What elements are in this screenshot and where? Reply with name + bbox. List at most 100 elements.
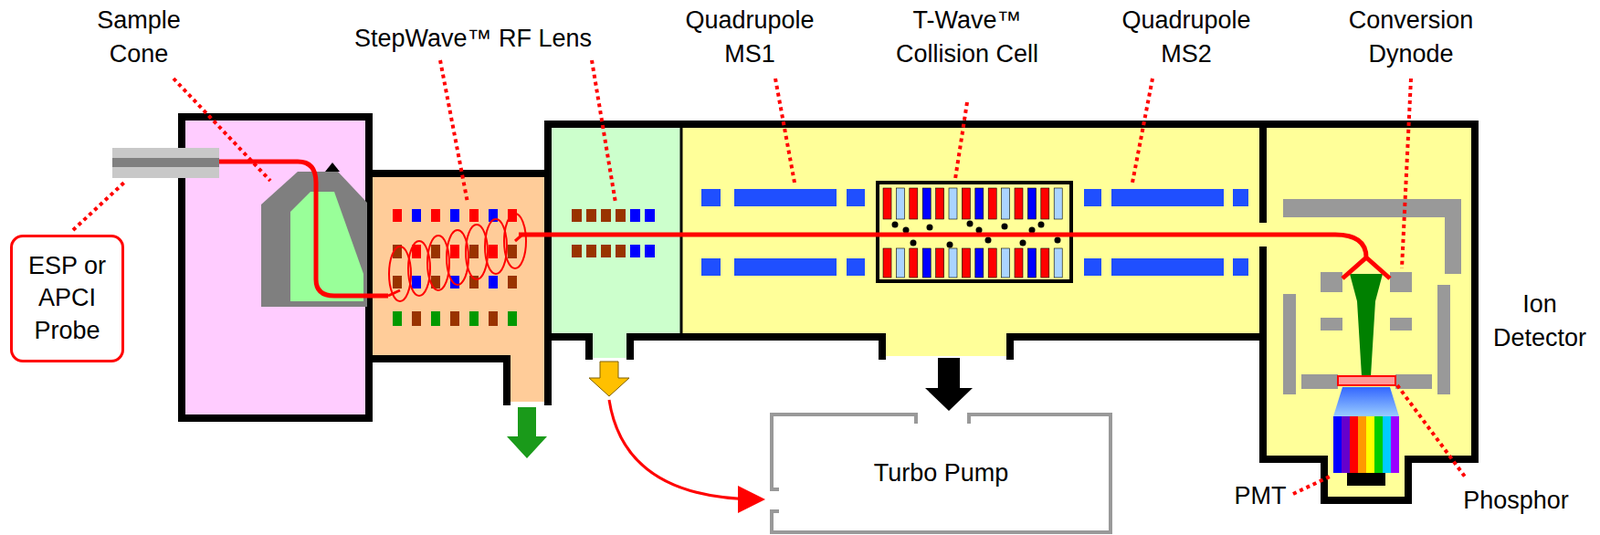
rf-lens (615, 209, 626, 222)
leader-line (1401, 78, 1411, 269)
collision-cell-electrode (922, 188, 931, 220)
stepwave-electrode (392, 275, 402, 289)
rf-lens (571, 209, 582, 222)
detector-part (1337, 376, 1396, 386)
gas-molecule (1029, 227, 1036, 234)
rf-lens (630, 209, 641, 222)
quadrupole-rod (734, 258, 837, 276)
collision-cell-electrode (883, 248, 892, 278)
stepwave-electrode (411, 275, 422, 289)
ion-beam-helix (504, 213, 527, 269)
rf-lens (600, 209, 611, 222)
detector-part (1320, 317, 1343, 331)
stepwave-electrode (431, 209, 441, 222)
gas-molecule (892, 221, 899, 229)
probe (112, 157, 220, 168)
quadrupole-rod (701, 258, 721, 276)
collision-cell-electrode (975, 188, 984, 220)
collision-cell-electrode (1001, 248, 1011, 278)
collision-cell-electrode (961, 188, 970, 220)
stepwave-electrode (507, 275, 517, 289)
leader-line (1132, 78, 1153, 183)
collision-cell-electrode (1041, 188, 1050, 220)
stepwave-electrode (488, 311, 498, 327)
housing-fill (368, 173, 548, 402)
part-label: Sample Cone (79, 3, 199, 73)
part-label: Phosphor (1456, 484, 1576, 518)
collision-cell-electrode (1053, 188, 1063, 220)
part-label: Ion Detector (1484, 287, 1595, 357)
stepwave-electrode (488, 275, 498, 289)
ion-beam (515, 234, 523, 242)
collision-cell-electrode (922, 248, 931, 278)
gas-molecule (967, 221, 974, 228)
quadrupole-rod (734, 189, 837, 207)
leader-line (775, 78, 795, 183)
pump-arrow (609, 400, 760, 500)
housing-fill (181, 116, 1475, 501)
collision-cell-electrode (895, 248, 905, 278)
collision-cell-electrode (1014, 248, 1023, 278)
stepwave-electrode (411, 311, 422, 327)
probe-callout-box: ESP or APCI Probe (10, 234, 125, 363)
stepwave-electrode (469, 244, 479, 259)
housing-wall (630, 336, 883, 360)
detector-part (1389, 272, 1412, 293)
rf-lens (644, 209, 655, 222)
collision-cell-electrode (948, 188, 958, 220)
gas-molecule (1001, 223, 1009, 231)
rf-lens (630, 244, 641, 258)
collision-cell (877, 182, 1072, 282)
ion-beam (219, 161, 389, 296)
pmt-tube (1341, 416, 1350, 474)
collision-cell-electrode (909, 188, 918, 220)
detector-part (1283, 294, 1296, 395)
pmt-tube (1382, 416, 1391, 474)
collision-cell-electrode (1027, 248, 1036, 278)
part-label: Quadrupole MS2 (1106, 3, 1267, 73)
housing-wall (1259, 124, 1267, 337)
stepwave-electrode (450, 209, 460, 222)
pump-arrow (589, 361, 630, 397)
pmt-tube (1333, 416, 1400, 486)
pump-arrow (506, 407, 548, 459)
detector-part (1389, 317, 1412, 331)
leader-line (955, 102, 968, 179)
collision-cell-electrode (961, 248, 970, 278)
pmt-tube (1390, 416, 1400, 474)
leader-line (73, 60, 1465, 495)
housing-wall (547, 124, 1475, 501)
gas-molecule (926, 224, 934, 232)
probe (112, 147, 220, 179)
part-label: T-Wave™ Collision Cell (875, 3, 1059, 73)
stepwave-electrode (392, 209, 402, 222)
rf-lens (600, 244, 611, 258)
stepwave-electrode (507, 311, 517, 327)
ion-beam-helix (388, 213, 527, 302)
housing-wall (680, 124, 684, 337)
quadrupole-rod (1232, 258, 1249, 276)
gas-molecule (903, 227, 910, 234)
detector-part (1333, 387, 1400, 417)
pmt-tube (1366, 416, 1375, 474)
stepwave-electrode (431, 244, 441, 259)
stepwave-electrode (431, 311, 441, 327)
collision-cell-electrode (1001, 188, 1011, 220)
probe (112, 147, 220, 179)
rf-lens (644, 244, 655, 258)
rf-lens (571, 244, 582, 258)
stepwave-electrode (469, 209, 479, 222)
quadrupole-rod (701, 189, 721, 207)
collision-cell-electrode (948, 248, 958, 278)
detector-part (1349, 273, 1383, 377)
housing-fill (550, 124, 682, 358)
part-label: Quadrupole MS1 (670, 3, 831, 73)
collision-cell (877, 182, 1072, 282)
pmt-tube (1349, 416, 1358, 474)
collision-cell-electrode (975, 248, 984, 278)
leader-line (1293, 476, 1330, 495)
collision-cell-electrode (909, 248, 918, 278)
stepwave-electrode (488, 244, 498, 259)
gas-molecule (910, 240, 917, 247)
pmt-tube (1333, 416, 1342, 474)
